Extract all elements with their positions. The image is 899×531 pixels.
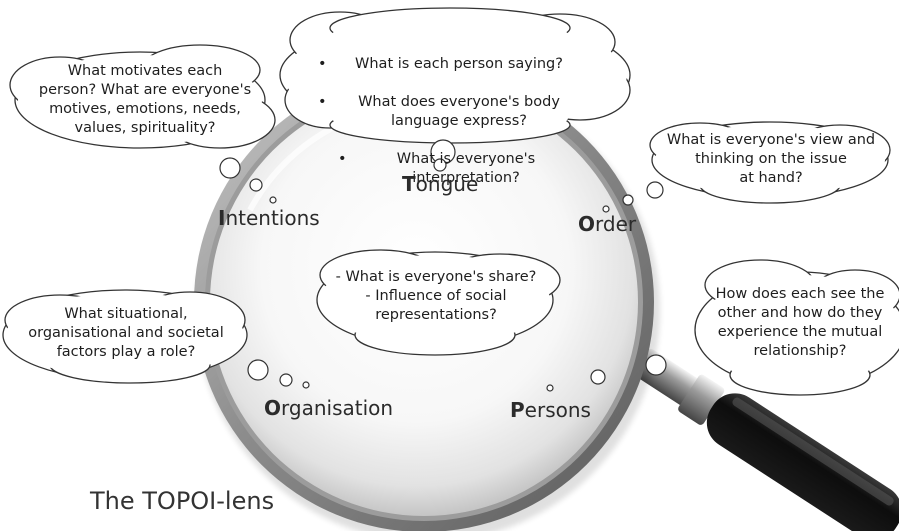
label-organisation-rest: rganisation bbox=[281, 396, 394, 420]
label-intentions-initial: I bbox=[218, 206, 226, 230]
cloud-intentions bbox=[9, 44, 276, 149]
tongue-bullet-1: What is each person saying? bbox=[318, 55, 582, 74]
label-tongue: Tongue bbox=[402, 172, 478, 196]
cloud-persons bbox=[694, 259, 899, 396]
thought-bubbles bbox=[219, 139, 667, 392]
label-tongue-rest: ongue bbox=[415, 172, 479, 196]
cloud-order-text: What is everyone's view and thinking on … bbox=[666, 132, 876, 186]
label-intentions: Intentions bbox=[218, 206, 320, 230]
cloud-persons-text: How does each see the other and how do t… bbox=[715, 286, 885, 359]
cloud-organisation-text: What situational, organisational and soc… bbox=[28, 306, 224, 360]
cloud-organisation bbox=[2, 289, 248, 384]
label-persons-initial: P bbox=[510, 398, 525, 422]
label-order-initial: O bbox=[578, 212, 596, 236]
tongue-bullet-3: What is everyone's interpretation? bbox=[338, 150, 576, 188]
cloud-tongue-text: What is each person saying? What does ev… bbox=[318, 17, 578, 226]
label-tongue-initial: T bbox=[402, 172, 416, 196]
cloud-intentions-text: What motivates each person? What are eve… bbox=[38, 63, 252, 136]
label-organisation-initial: O bbox=[264, 396, 282, 420]
tongue-bullet-2: What does everyone's body language expre… bbox=[318, 93, 582, 131]
cloud-center bbox=[316, 249, 561, 356]
label-organisation: Organisation bbox=[264, 396, 393, 420]
cloud-center-text: - What is everyone's share? - Influence … bbox=[335, 269, 537, 323]
label-persons: Persons bbox=[510, 398, 591, 422]
label-order-rest: rder bbox=[595, 212, 637, 236]
label-persons-rest: ersons bbox=[524, 398, 591, 422]
label-intentions-rest: ntentions bbox=[225, 206, 320, 230]
diagram-title: The TOPOI-lens bbox=[90, 487, 275, 515]
cloud-order bbox=[649, 121, 891, 204]
label-order: Order bbox=[578, 212, 636, 236]
